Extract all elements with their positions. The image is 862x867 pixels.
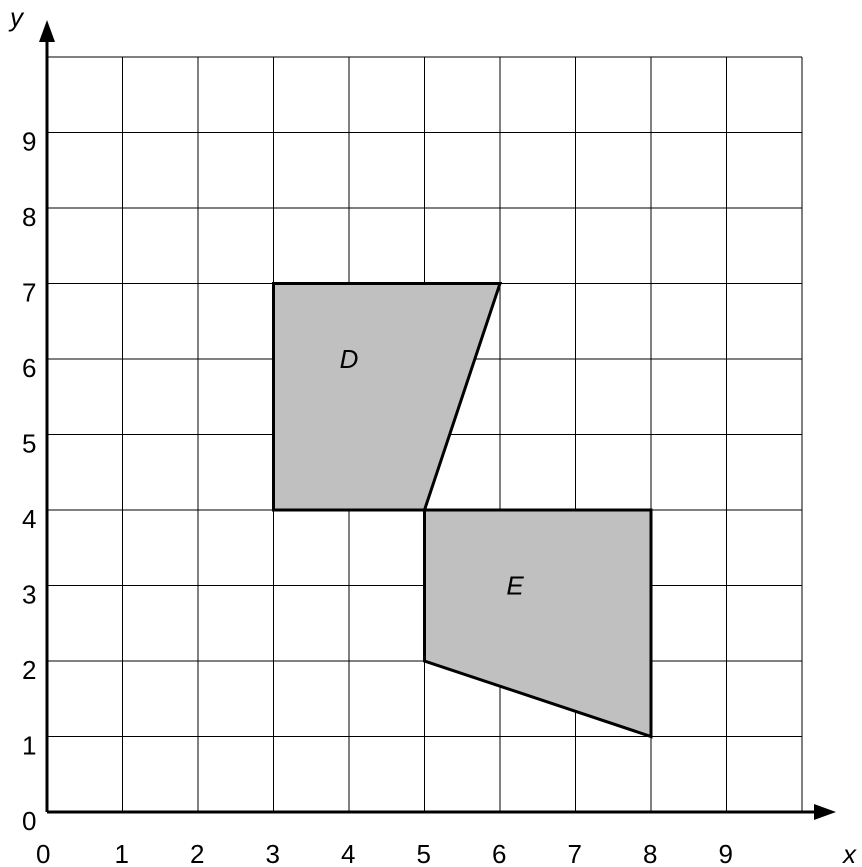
y-tick-label: 2 <box>22 655 36 685</box>
x-tick-label: 1 <box>115 839 129 867</box>
x-tick-label: 3 <box>266 839 280 867</box>
shape-d <box>272 282 503 512</box>
shape-labels: DE <box>340 344 525 601</box>
y-axis-label: y <box>8 2 25 32</box>
x-tick-label: 9 <box>719 839 733 867</box>
shape-e <box>423 508 653 739</box>
y-tick-label: 1 <box>22 731 36 761</box>
x-tick-label: 2 <box>190 839 204 867</box>
y-tick-label: 8 <box>22 202 36 232</box>
x-tick-label: 8 <box>643 839 657 867</box>
y-tick-label: 4 <box>22 504 36 534</box>
shape-label-e: E <box>506 571 524 601</box>
y-tick-label: 5 <box>22 429 36 459</box>
y-tick-label: 6 <box>22 353 36 383</box>
axes: x y <box>8 2 857 867</box>
x-tick-label: 4 <box>341 839 355 867</box>
y-tick-label: 9 <box>22 127 36 157</box>
y-tick-label: 7 <box>22 278 36 308</box>
shape-label-d: D <box>340 344 359 374</box>
x-axis-arrow-icon <box>814 804 836 820</box>
x-tick-label: 0 <box>36 839 50 867</box>
y-axis-arrow-icon <box>39 20 55 42</box>
shapes <box>272 282 653 739</box>
x-tick-label: 5 <box>417 839 431 867</box>
tick-labels: 0 1 2 3 4 5 6 7 8 9 0 1 2 3 4 5 6 7 8 9 <box>22 127 733 867</box>
y-tick-label: 3 <box>22 580 36 610</box>
x-tick-label: 6 <box>492 839 506 867</box>
x-axis-label: x <box>841 839 857 867</box>
y-tick-label: 0 <box>22 806 36 836</box>
x-tick-label: 7 <box>568 839 582 867</box>
